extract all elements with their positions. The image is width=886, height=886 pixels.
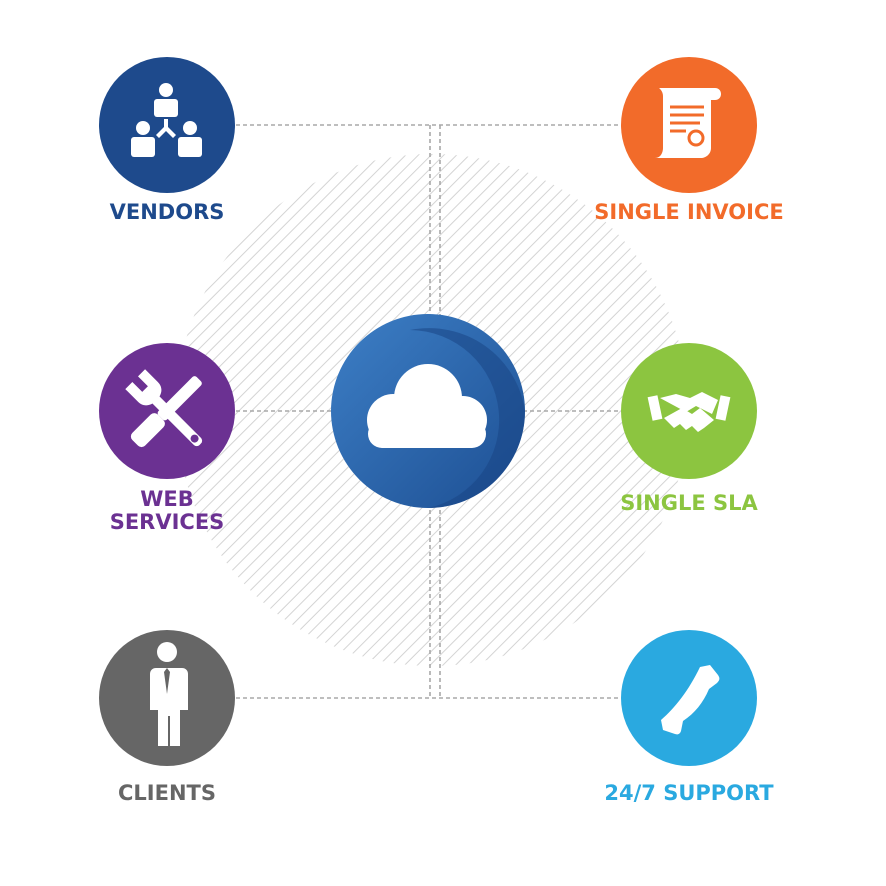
clients-label: CLIENTS (118, 781, 216, 805)
cloud-hub-shade (410, 328, 525, 508)
person-icon (150, 642, 188, 746)
cloud-icon (367, 364, 487, 448)
single-invoice-label: SINGLE INVOICE (594, 200, 783, 224)
handshake-icon (647, 392, 731, 432)
vendors-label: VENDORS (110, 200, 225, 224)
node-clients: CLIENTS (99, 630, 235, 805)
single-sla-label: SINGLE SLA (620, 491, 758, 515)
invoice-scroll-icon (655, 88, 721, 158)
phone-icon (661, 665, 720, 735)
cloud-hub (331, 314, 525, 508)
node-single-invoice: SINGLE INVOICE (594, 57, 784, 224)
node-vendors: VENDORS (99, 57, 235, 224)
node-single-sla: SINGLE SLA (620, 343, 759, 515)
support-label: 24/7 SUPPORT (604, 781, 774, 805)
org-chart-icon (131, 83, 202, 157)
node-support: 24/7 SUPPORT (604, 630, 774, 805)
wrench-screwdriver-icon (125, 369, 203, 448)
single-sla-circle (621, 343, 757, 479)
